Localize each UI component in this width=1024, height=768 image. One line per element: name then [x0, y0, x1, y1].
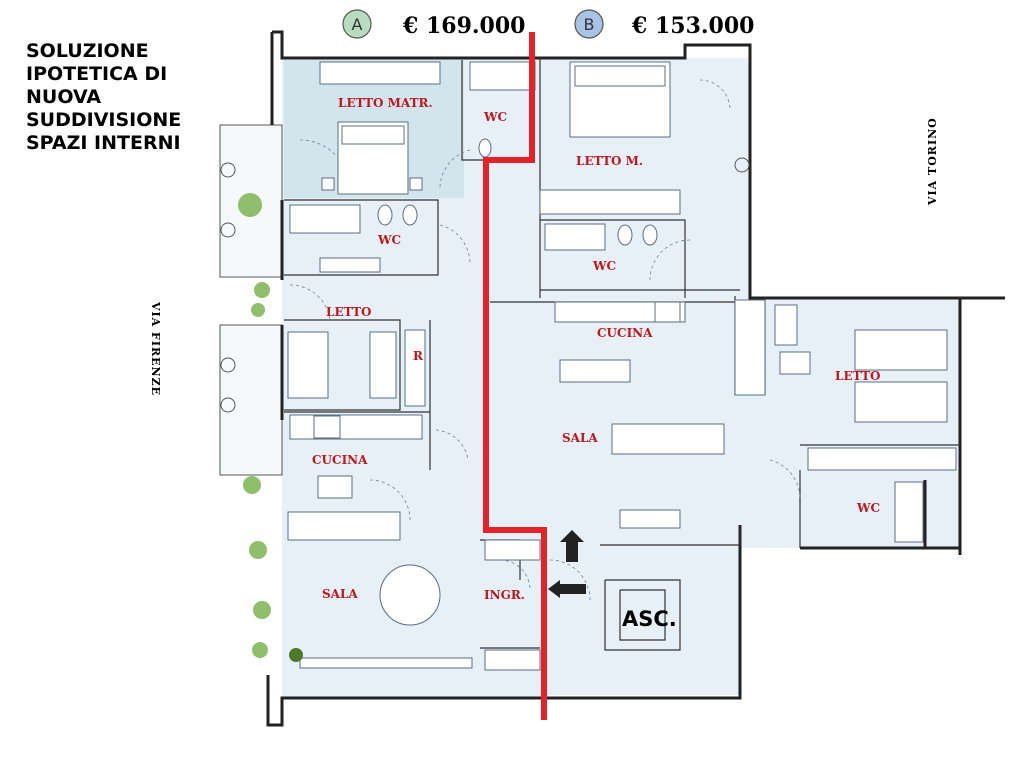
plan-title-line: SOLUZIONE [26, 40, 149, 62]
plants [220, 157, 750, 662]
table-icon [559, 359, 631, 383]
plan-title-line: SPAZI INTERNI [26, 132, 181, 154]
sofa-icon [611, 423, 725, 455]
street-labels: VIA FIRENZE VIA TORINO [149, 117, 939, 396]
unit-a-badge [342, 9, 372, 39]
room-label-wc-b-top: WC [592, 259, 616, 273]
room-label-ingresso: INGR. [484, 588, 525, 602]
outer-walls [266, 30, 1005, 727]
bed-icon [854, 329, 948, 371]
plan-title-line: SUDDIVISIONE [26, 109, 182, 131]
street-left: VIA FIRENZE [149, 301, 162, 396]
bed-icon [854, 381, 948, 423]
room-labels: LETTO MATR. WC WC LETTO R CUCINA SALA IN… [312, 96, 880, 602]
room-label-cucina-b: CUCINA [597, 326, 653, 340]
room-label-letto-b: LETTO [835, 369, 880, 383]
furniture [287, 61, 957, 671]
unit-b-letter: B [584, 15, 595, 34]
room-label-wc-b: WC [856, 501, 880, 515]
room-label-sala-a: SALA [322, 587, 358, 601]
unit-a-letter: A [352, 15, 363, 34]
bed-icon [287, 331, 329, 399]
room-label-sala-b: SALA [562, 431, 598, 445]
unit-divider [483, 32, 547, 720]
room-label-wc-a: WC [377, 233, 401, 247]
table-icon [379, 564, 441, 626]
room-label-r: R [413, 349, 424, 363]
sofa-icon [287, 511, 401, 541]
arrow-left-icon [548, 580, 560, 598]
plan-title-line: IPOTETICA DI [26, 63, 168, 85]
unit-a-header: A € 169.000 [342, 9, 525, 39]
unit-b-price: € 153.000 [631, 13, 754, 39]
door-swings [289, 79, 801, 601]
plan-title: SOLUZIONE IPOTETICA DI NUOVA SUDDIVISION… [26, 40, 181, 155]
arrow-left-icon [560, 584, 586, 594]
room-label-letto-m: LETTO M. [576, 154, 643, 168]
street-right: VIA TORINO [926, 117, 939, 206]
plan-title-line: NUOVA [26, 86, 102, 108]
arrow-up-icon [560, 530, 584, 542]
elevator: ASC. [622, 607, 677, 631]
entrance-arrows [548, 530, 586, 598]
room-label-cucina-a: CUCINA [312, 453, 368, 467]
elevator-label: ASC. [622, 607, 677, 631]
room-label-letto-a: LETTO [326, 305, 371, 319]
unit-a-price: € 169.000 [402, 13, 525, 39]
room-label-letto-matr: LETTO MATR. [338, 96, 433, 110]
arrow-up-icon [566, 540, 578, 562]
unit-b-badge [574, 9, 604, 39]
unit-b-header: B € 153.000 [574, 9, 754, 39]
room-label-wc-a-top: WC [483, 110, 507, 124]
